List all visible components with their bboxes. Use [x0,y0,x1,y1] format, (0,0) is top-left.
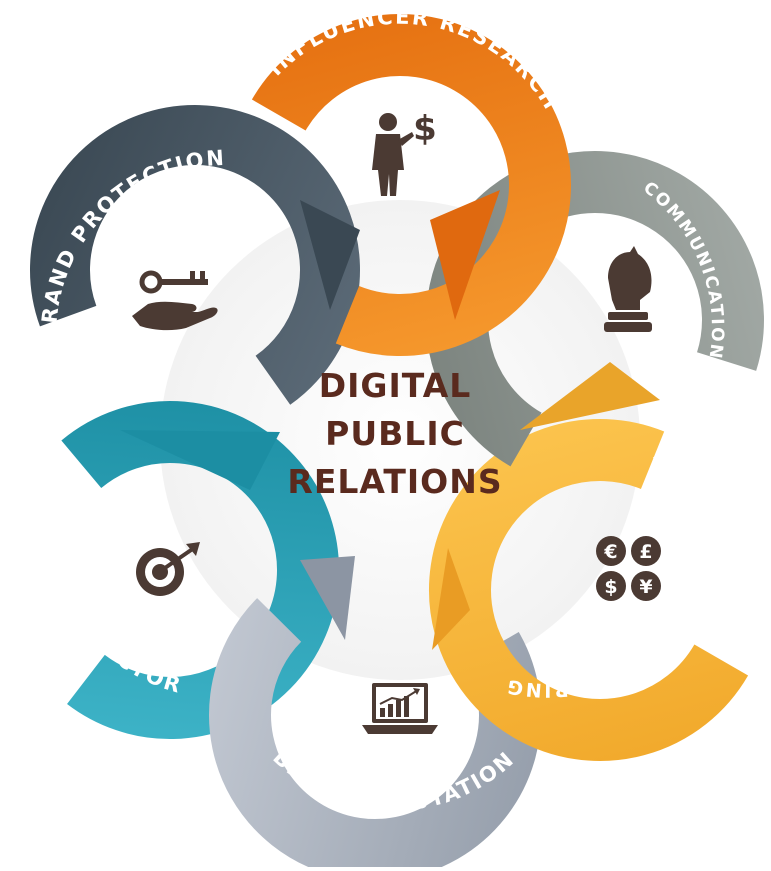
segment-community-monitoring [429,419,771,761]
yen-symbol: ¥ [639,576,652,598]
center-title-line2: PUBLIC [325,414,465,453]
dollar-symbol: $ [604,576,617,598]
center-title-line3: RELATIONS [287,462,503,501]
target-arrow-icon [136,542,200,596]
businessman-dollar-icon: $ [372,109,437,196]
segment-brand-protection [30,105,360,435]
hand-key-icon [132,270,218,331]
laptop-chart-icon [362,683,438,734]
segment-influencer-research [229,14,571,356]
center-title-line1: DIGITAL [318,366,472,405]
chess-knight-icon [604,246,652,332]
euro-symbol: € [603,541,617,563]
pound-symbol: £ [639,541,652,563]
svg-text:$: $ [413,109,437,149]
currency-symbols-icon: € £ $ ¥ [596,536,661,601]
center-title: DIGITAL PUBLIC RELATIONS [260,362,530,506]
